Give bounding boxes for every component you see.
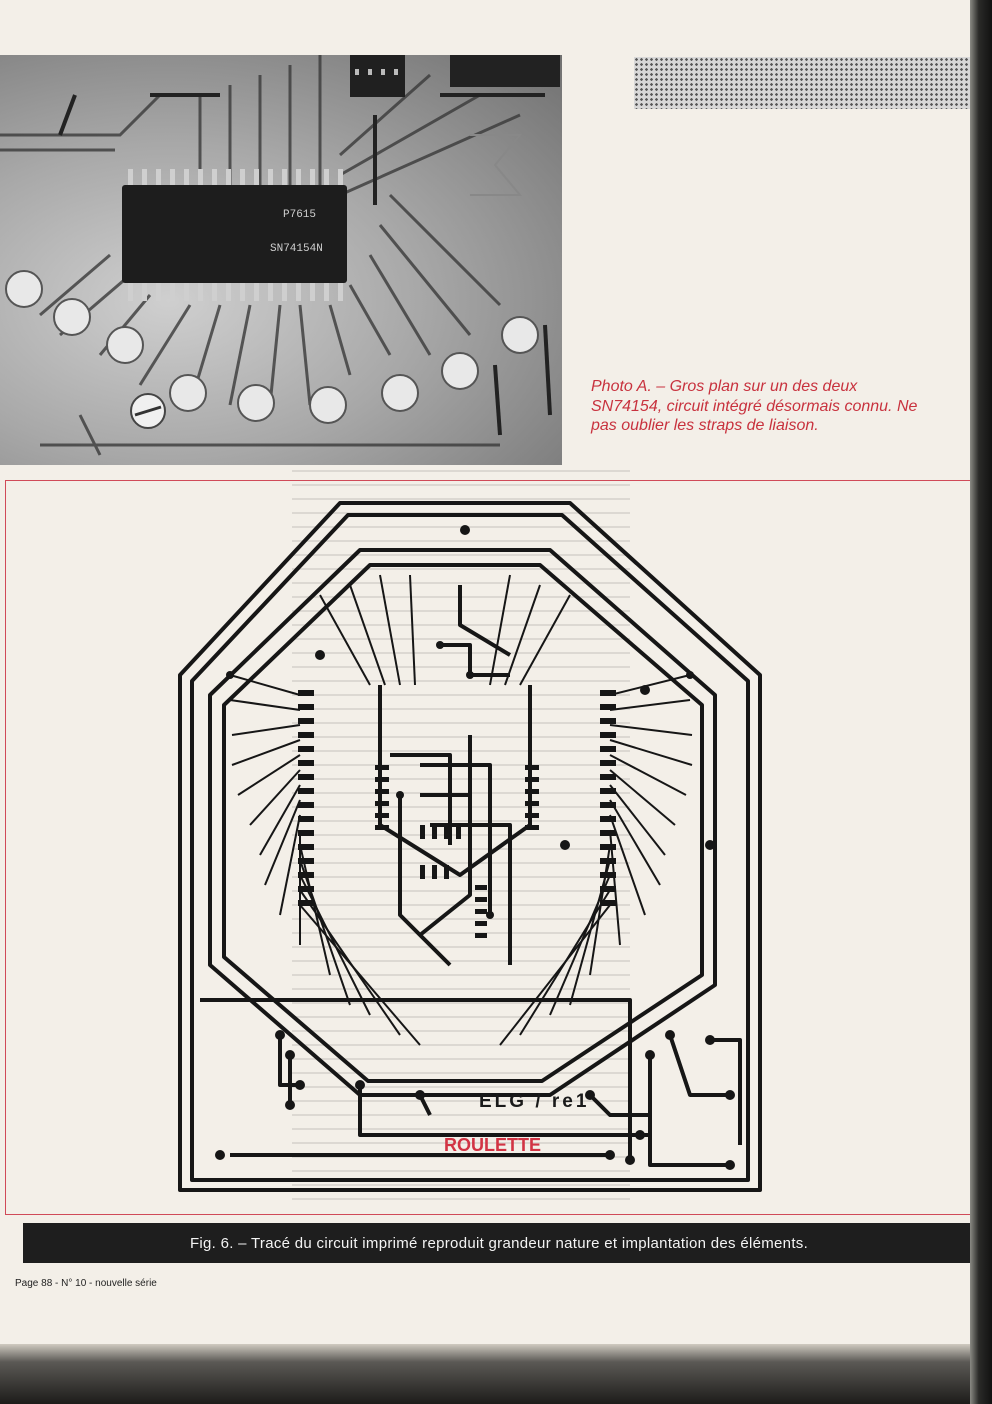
chip-label-1: P7615 [283,209,316,221]
photo-illustration: P7615 SN74154N [0,55,560,456]
halftone-block [634,57,974,109]
figure-6-caption: Fig. 6. – Tracé du circuit imprimé repro… [23,1223,975,1263]
pcb-trace-drawing [178,501,762,1192]
scan-bottom-edge [0,1344,992,1404]
pcb-board-title: ROULETTE [444,1135,541,1155]
chip-label-2: SN74154N [270,243,323,255]
page-footer: Page 88 - N° 10 - nouvelle série [15,1278,157,1289]
scan-right-edge [970,0,992,1404]
pcb-board-label: ELG / re1 [479,1091,590,1112]
photo-a-pcb-closeup: P7615 SN74154N [0,55,562,465]
sn74154-chip [122,185,347,283]
photo-a-caption: Photo A. – Gros plan sur un des deux SN7… [591,378,918,434]
